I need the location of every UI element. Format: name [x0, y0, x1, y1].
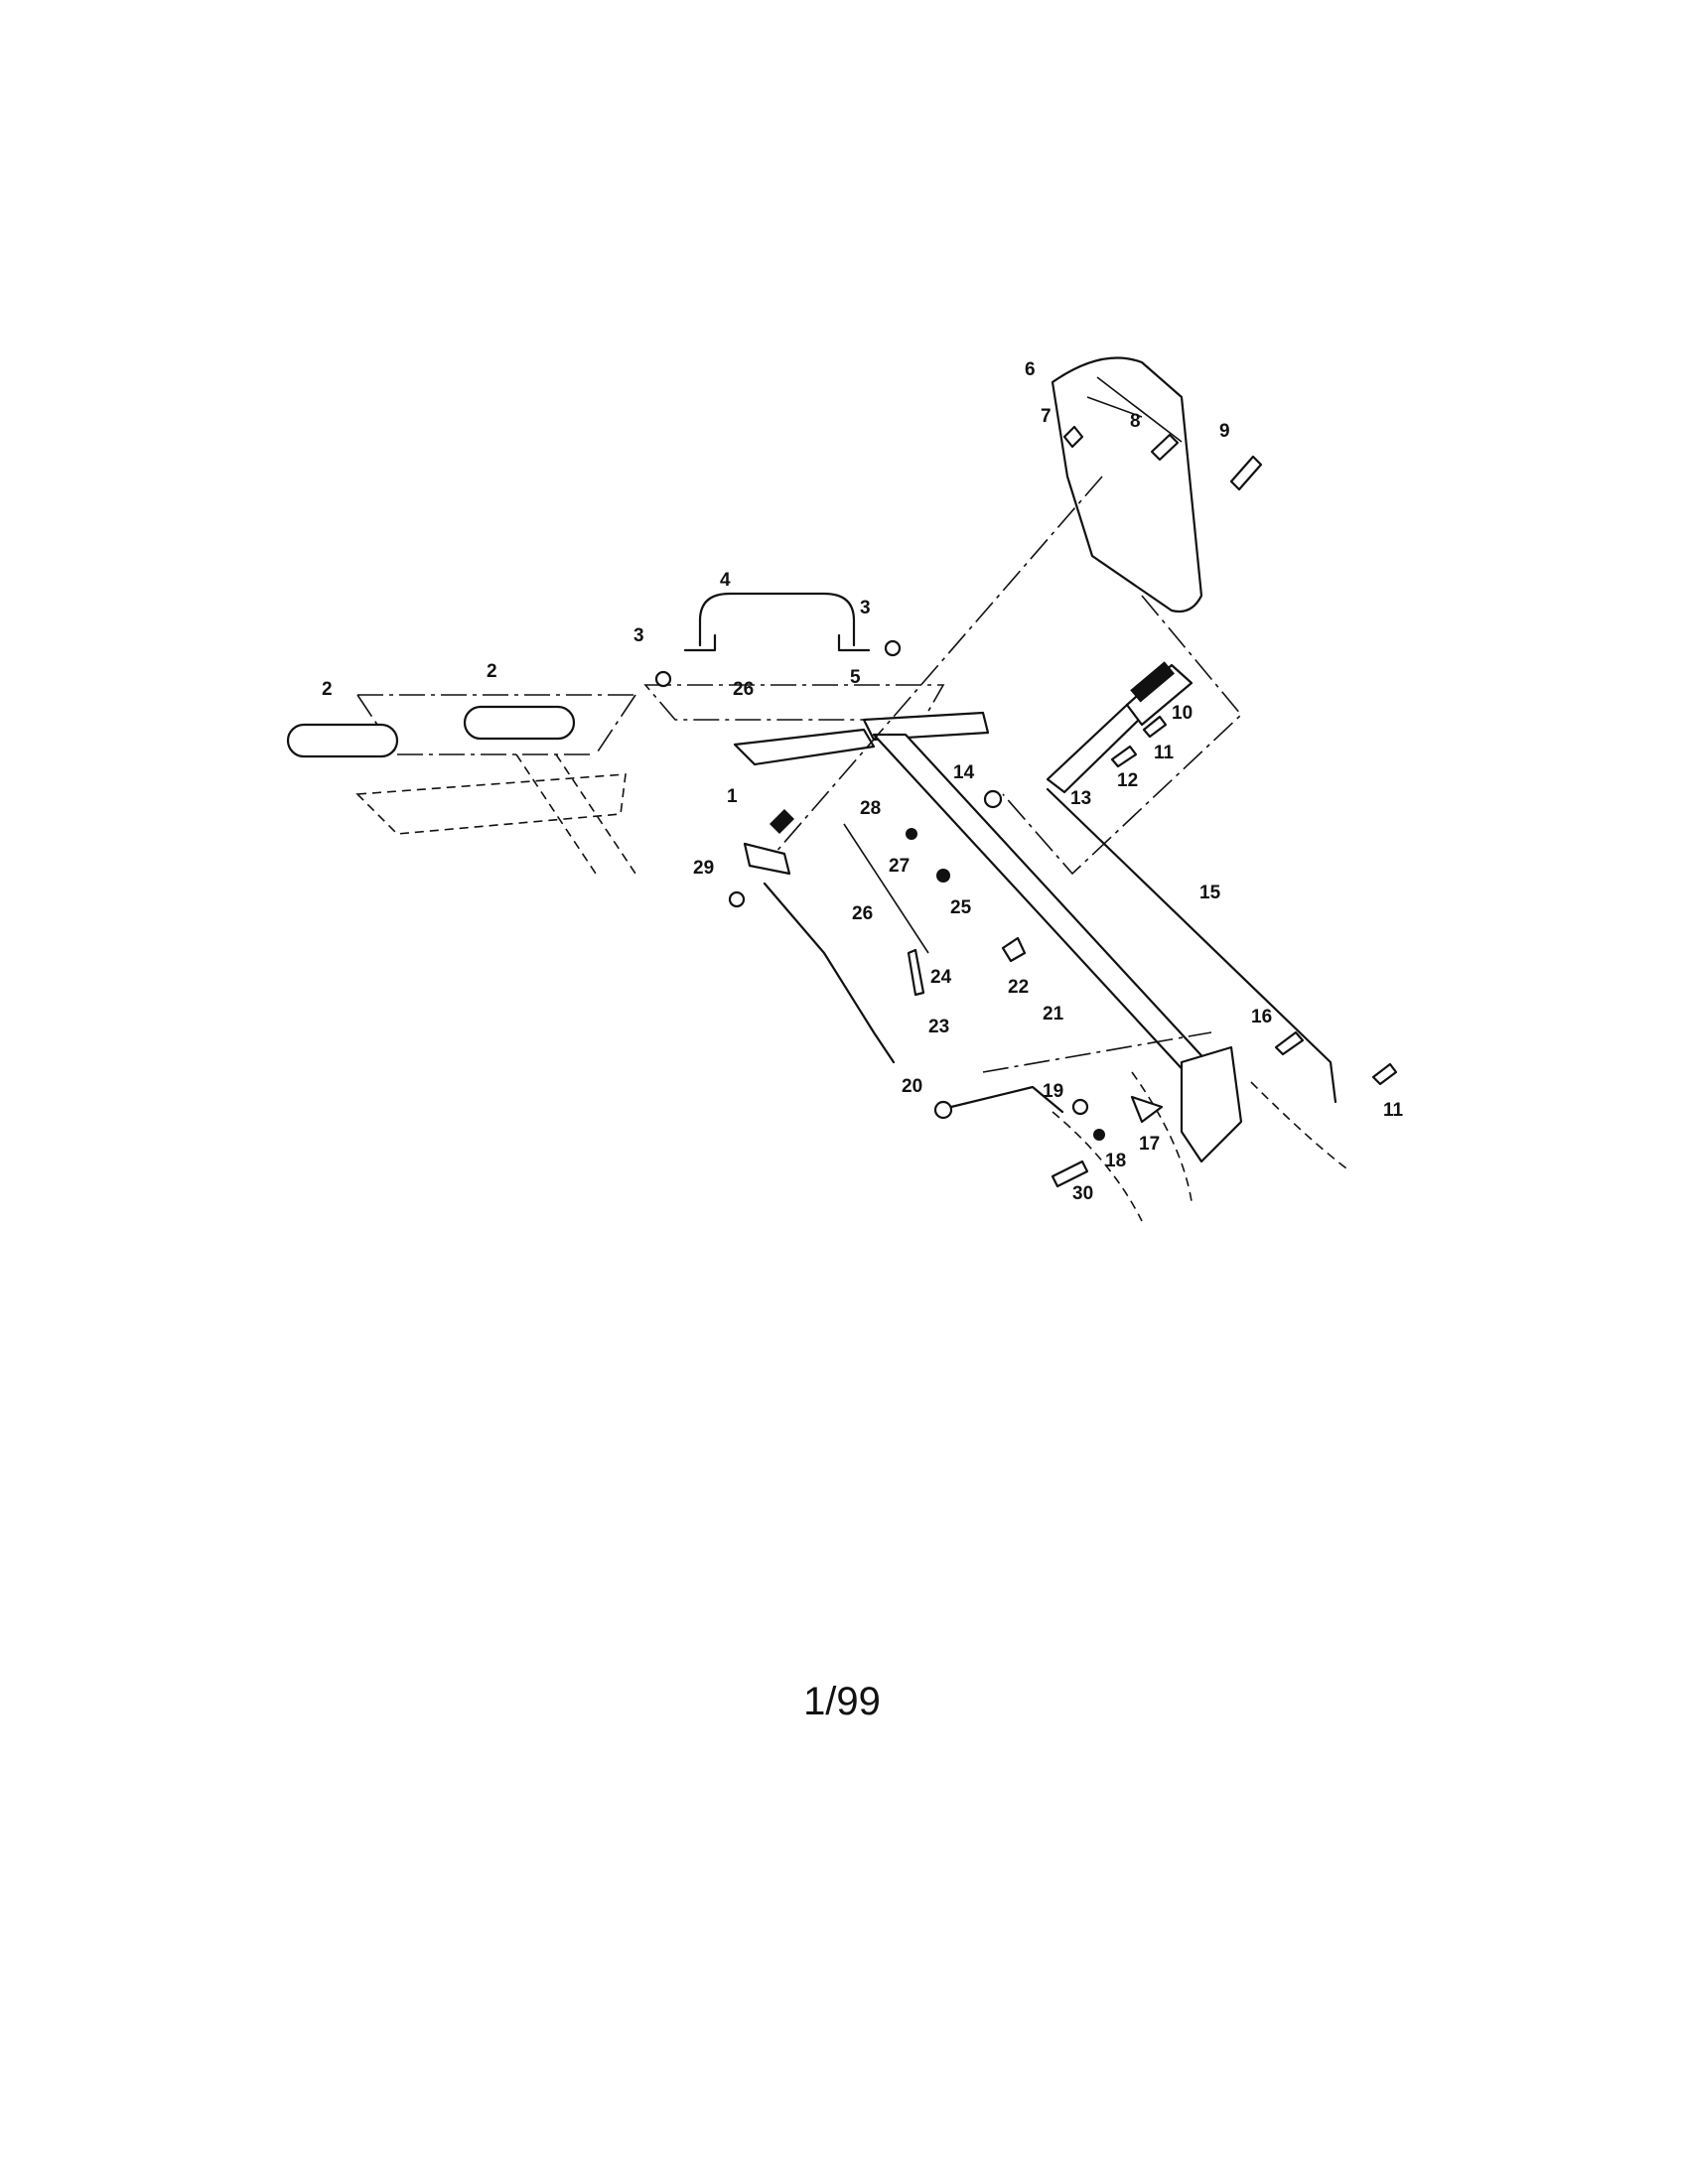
washer-19	[1071, 1098, 1089, 1116]
callout-17: 17	[1139, 1134, 1160, 1155]
callout-29: 29	[693, 858, 714, 879]
handle-tube	[872, 733, 1243, 1163]
callout-1: 1	[727, 786, 738, 807]
callout-13: 13	[1070, 788, 1091, 809]
nut-27	[906, 828, 917, 840]
nut-25	[936, 869, 950, 883]
pin-11-lower	[1371, 1062, 1398, 1086]
bushing-14	[983, 789, 1003, 809]
washer-3-left	[654, 670, 672, 688]
nut-29	[728, 890, 746, 908]
callout-12: 12	[1117, 770, 1138, 791]
callout-9: 9	[1219, 421, 1230, 442]
grip-left	[286, 723, 399, 758]
bolt-8	[1150, 433, 1180, 462]
callout-6: 6	[1025, 359, 1036, 380]
washer-3-right	[884, 639, 902, 657]
callout-20: 20	[902, 1076, 922, 1097]
callout-15: 15	[1199, 883, 1221, 903]
callout-18: 18	[1105, 1151, 1126, 1171]
nut-18	[1093, 1129, 1105, 1141]
callout-21: 21	[1043, 1004, 1064, 1024]
callout-25: 25	[950, 897, 972, 918]
bolt-9	[1229, 455, 1263, 491]
clip-22	[1001, 936, 1027, 963]
callout-28: 28	[860, 798, 881, 819]
callout-labels: 1 2 2 3 3 4 5 6 7 8 9 10 11 11 12 13 14 …	[322, 359, 1404, 1204]
callout-19: 19	[1043, 1081, 1063, 1102]
callout-11-upper: 11	[1154, 743, 1175, 763]
control-bracket	[743, 809, 794, 876]
callout-22: 22	[1008, 977, 1029, 998]
handle-pads	[733, 711, 990, 766]
callout-14: 14	[953, 762, 975, 783]
bolt-30	[1051, 1160, 1089, 1188]
callout-3-right: 3	[860, 598, 871, 618]
callout-2-left: 2	[322, 679, 333, 700]
hardware	[654, 425, 1398, 1188]
callout-4: 4	[720, 570, 731, 591]
callout-23: 23	[928, 1017, 949, 1037]
page-number: 1/99	[803, 1680, 881, 1723]
bracket-17	[1130, 1095, 1164, 1124]
control-cable	[763, 823, 929, 1064]
bolt-12	[1110, 745, 1138, 768]
callout-8: 8	[1130, 411, 1141, 432]
top-cover	[1051, 356, 1203, 614]
handle-bar	[643, 592, 945, 721]
callout-16: 16	[1251, 1007, 1272, 1027]
callout-10: 10	[1172, 703, 1193, 724]
callout-26-lower: 26	[852, 903, 873, 924]
screw-23	[907, 948, 925, 997]
callout-5: 5	[850, 667, 861, 688]
callout-3-left: 3	[633, 625, 644, 646]
alternate-handle-assembly	[286, 694, 636, 875]
pin-11-upper	[1142, 715, 1168, 739]
callout-24: 24	[930, 967, 952, 988]
callout-7: 7	[1041, 406, 1052, 427]
callout-11-lower: 11	[1383, 1100, 1404, 1121]
shift-rod	[1046, 787, 1337, 1104]
callout-2-right: 2	[487, 661, 497, 682]
lower-shift-arm	[933, 1085, 1064, 1120]
callout-26-upper: 26	[733, 679, 754, 700]
grip-right	[463, 705, 576, 741]
shift-lever	[1046, 661, 1193, 794]
callout-27: 27	[889, 856, 910, 877]
callout-30: 30	[1072, 1183, 1093, 1204]
nut-7	[1062, 425, 1084, 449]
bolt-16	[1274, 1030, 1305, 1056]
reference-lines	[773, 476, 1351, 1222]
